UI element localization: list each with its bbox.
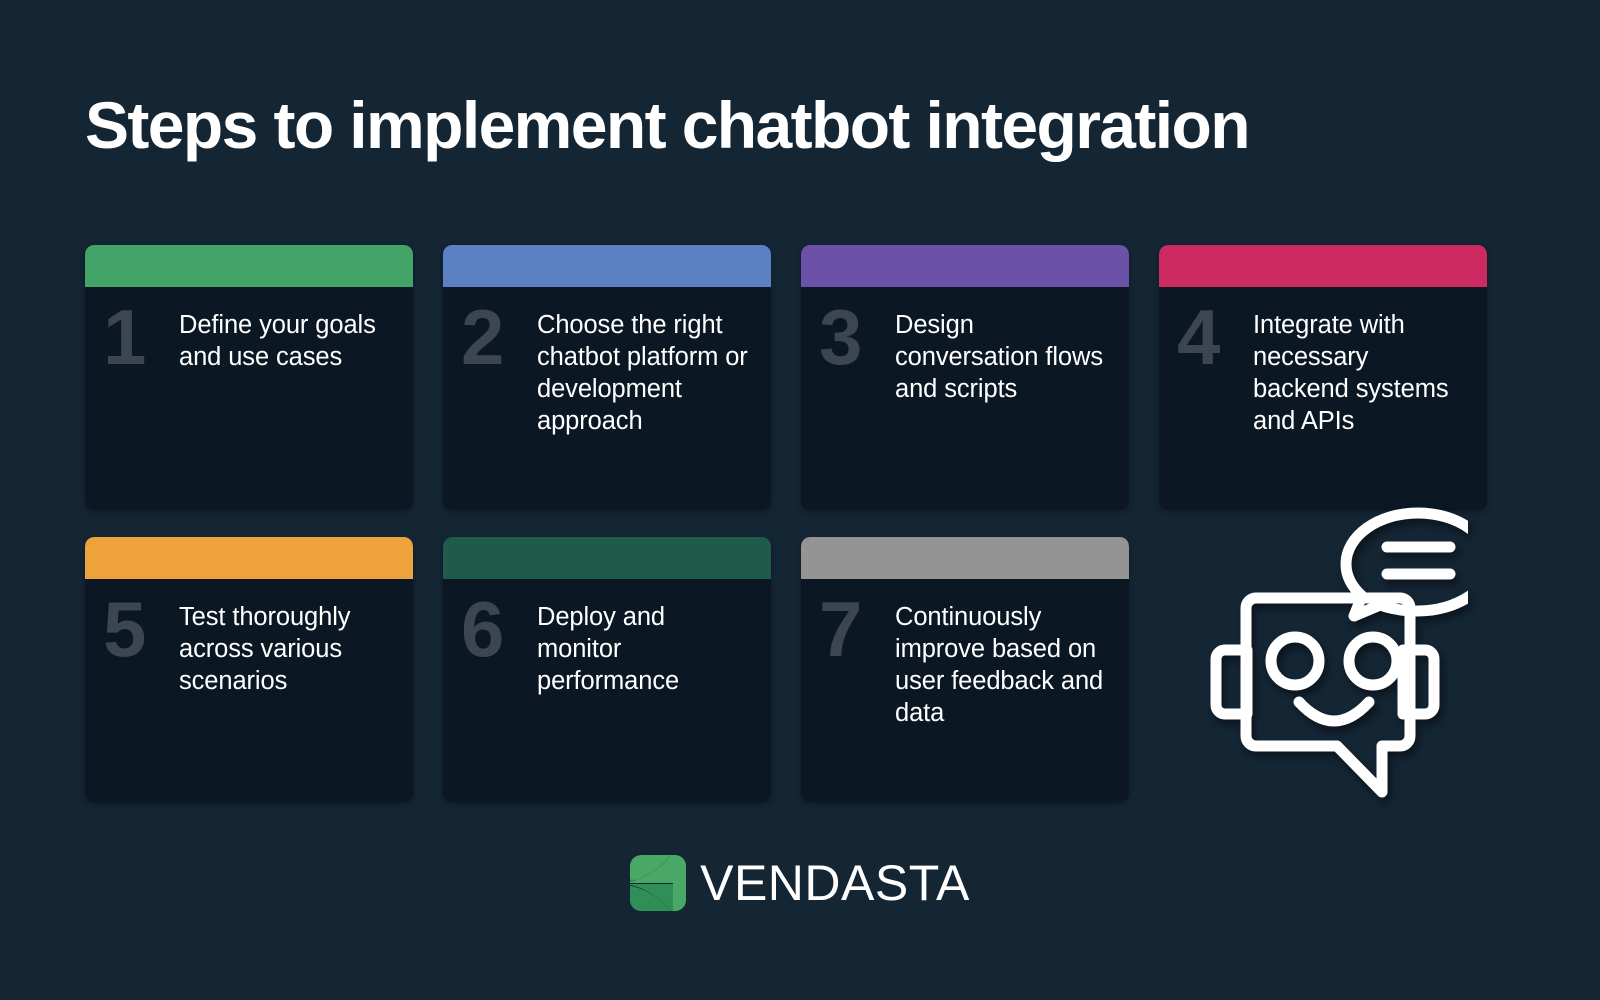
- step-card-body: 2 Choose the right chatbot platform or d…: [443, 287, 771, 456]
- vendasta-logo-icon: [630, 855, 687, 911]
- step-number: 2: [461, 293, 505, 381]
- step-card-6[interactable]: 6 Deploy and monitor performance: [443, 537, 771, 802]
- step-card-accent-bar: [443, 245, 771, 287]
- step-text: Test thoroughly across various scenarios: [179, 603, 351, 696]
- step-text: Design conversation flows and scripts: [895, 311, 1103, 404]
- robot-head-icon: [1240, 592, 1416, 798]
- step-card-body: 6 Deploy and monitor performance: [443, 579, 771, 715]
- step-card-1[interactable]: 1 Define your goals and use cases: [85, 245, 413, 510]
- step-text: Deploy and monitor performance: [537, 603, 680, 696]
- step-card-5[interactable]: 5 Test thoroughly across various scenari…: [85, 537, 413, 802]
- step-card-body: 3 Design conversation flows and scripts: [801, 287, 1129, 423]
- robot-ear-left-icon: [1210, 644, 1253, 720]
- footer-brand: VENDASTA: [0, 855, 1600, 911]
- step-card-accent-bar: [801, 537, 1129, 579]
- step-card-7[interactable]: 7 Continuously improve based on user fee…: [801, 537, 1129, 802]
- step-number: 4: [1177, 293, 1221, 381]
- step-card-body: 7 Continuously improve based on user fee…: [801, 579, 1129, 748]
- step-card-accent-bar: [85, 537, 413, 579]
- step-number: 5: [103, 585, 147, 673]
- step-card-accent-bar: [801, 245, 1129, 287]
- step-number: 7: [819, 585, 863, 673]
- step-number: 6: [461, 585, 505, 673]
- step-number: 3: [819, 293, 863, 381]
- step-card-body: 5 Test thoroughly across various scenari…: [85, 579, 413, 715]
- page-title: Steps to implement chatbot integration: [85, 88, 1251, 162]
- robot-smile-icon: [1293, 696, 1375, 727]
- step-text: Define your goals and use cases: [179, 311, 376, 372]
- step-card-accent-bar: [1159, 245, 1487, 287]
- robot-eye-left-icon: [1265, 631, 1325, 691]
- robot-ear-right-icon: [1397, 644, 1440, 720]
- step-text: Choose the right chatbot platform or dev…: [537, 311, 748, 436]
- chatbot-robot-icon: [1168, 498, 1496, 798]
- step-card-body: 1 Define your goals and use cases: [85, 287, 413, 391]
- step-card-accent-bar: [443, 537, 771, 579]
- step-card-accent-bar: [85, 245, 413, 287]
- step-card-2[interactable]: 2 Choose the right chatbot platform or d…: [443, 245, 771, 510]
- step-text: Continuously improve based on user feedb…: [895, 603, 1104, 728]
- step-card-3[interactable]: 3 Design conversation flows and scripts: [801, 245, 1129, 510]
- step-text: Integrate with necessary backend systems…: [1253, 311, 1449, 436]
- step-card-4[interactable]: 4 Integrate with necessary backend syste…: [1159, 245, 1487, 510]
- step-card-body: 4 Integrate with necessary backend syste…: [1159, 287, 1487, 456]
- brand-name: VENDASTA: [700, 855, 970, 911]
- steps-grid: 1 Define your goals and use cases 2 Choo…: [85, 245, 1518, 802]
- robot-eye-right-icon: [1343, 631, 1403, 691]
- step-number: 1: [103, 293, 147, 381]
